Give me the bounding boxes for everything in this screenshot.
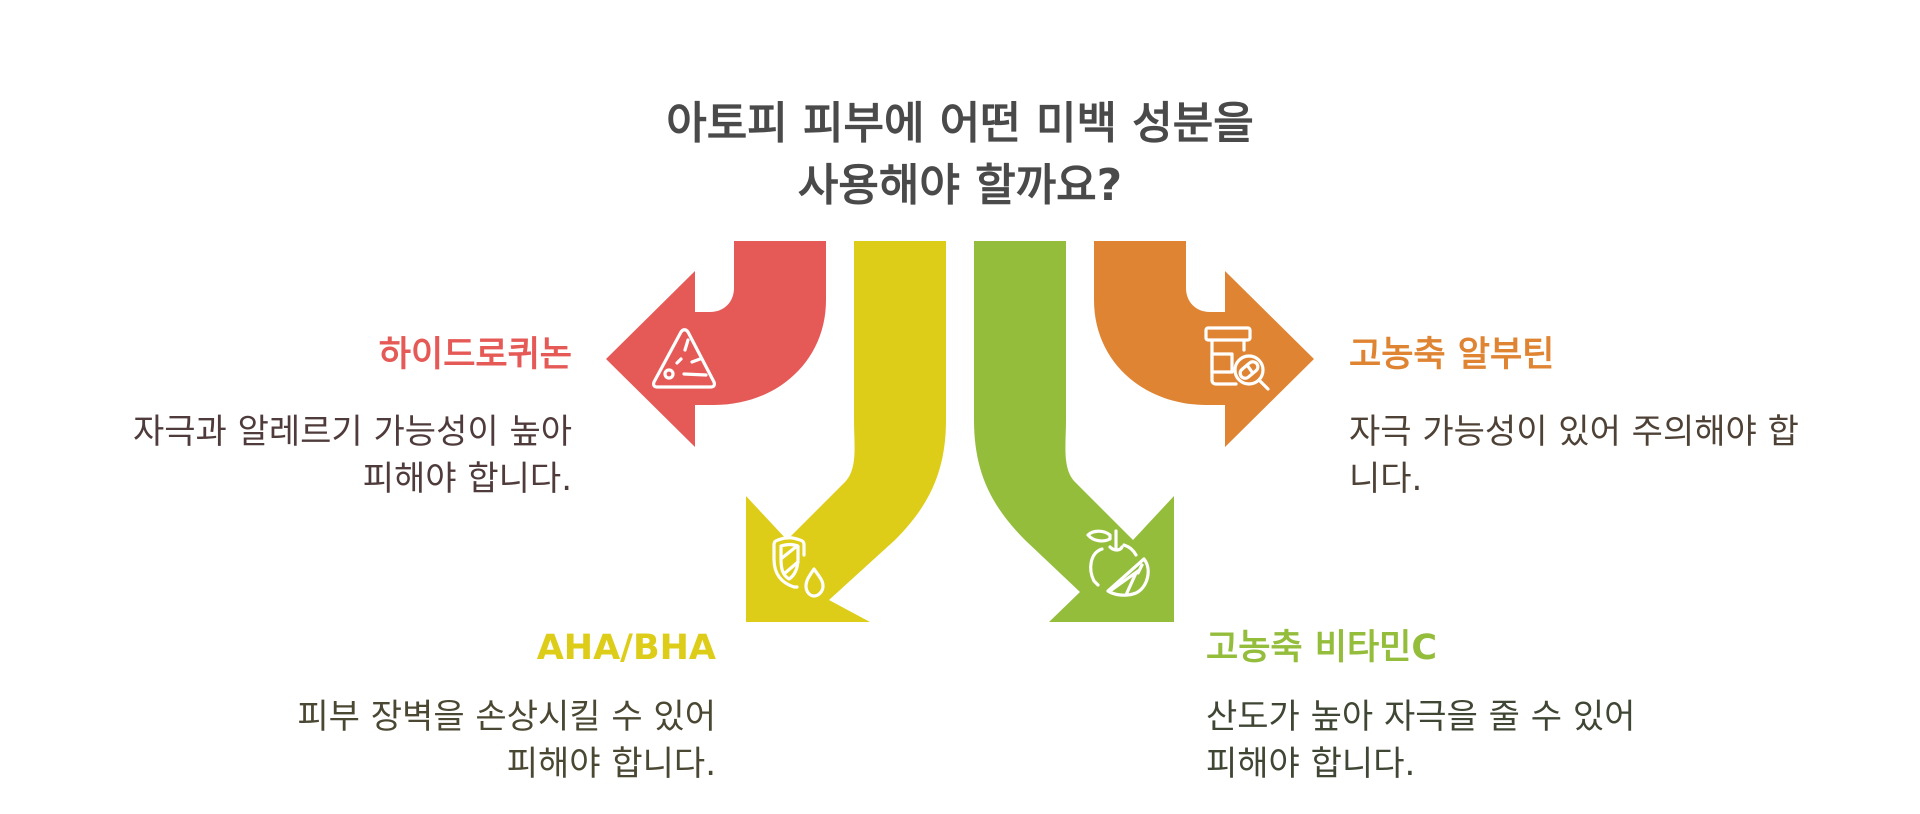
option-aha-bha-label: AHA/BHA: [537, 626, 716, 670]
label-text: 고농축 알부틴: [1349, 335, 1555, 375]
diagram-title: 아토피 피부에 어떤 미백 성분을 사용해야 할까요?: [560, 93, 1360, 217]
title-line-2: 사용해야 할까요?: [797, 160, 1123, 211]
option-arbutin-label: 고농축 알부틴: [1349, 333, 1554, 377]
arrow-arbutin: [1094, 241, 1314, 447]
description-line-1: 산도가 높아 자극을 줄 수 있어: [1206, 697, 1636, 737]
citrus-fruit-icon: [1086, 529, 1150, 597]
option-vitamin-c-label: 고농축 비타민C: [1206, 626, 1437, 670]
label-text: AHA/BHA: [536, 628, 716, 668]
option-hydroquinone-description: 자극과 알레르기 가능성이 높아 피해야 합니다.: [133, 409, 572, 503]
arrow-vitamin-c: [974, 241, 1174, 622]
title-line-1: 아토피 피부에 어떤 미백 성분을: [666, 98, 1254, 149]
warning-triangle-icon: [652, 328, 716, 389]
description-line-2: 피해야 합니다.: [506, 744, 716, 784]
arrow-hydroquinone: [606, 241, 826, 447]
option-aha-bha-description: 피부 장벽을 손상시킬 수 있어 피해야 합니다.: [297, 694, 716, 788]
label-text: 하이드로퀴논: [378, 335, 572, 375]
label-text: 고농축 비타민C: [1206, 628, 1438, 668]
description-line-2: 피해야 합니다.: [362, 459, 572, 499]
description-line-2: 니다.: [1349, 459, 1423, 499]
option-arbutin-description: 자극 가능성이 있어 주의해야 합 니다.: [1349, 409, 1799, 503]
shield-drop-icon: [772, 536, 825, 598]
description-line-1: 피부 장벽을 손상시킬 수 있어: [297, 697, 716, 737]
option-hydroquinone-label: 하이드로퀴논: [379, 333, 572, 377]
pill-bottle-search-icon: [1204, 326, 1270, 391]
option-vitamin-c-description: 산도가 높아 자극을 줄 수 있어 피해야 합니다.: [1206, 694, 1635, 788]
arrow-aha-bha: [746, 241, 946, 622]
description-line-1: 자극과 알레르기 가능성이 높아: [132, 412, 572, 452]
description-line-1: 자극 가능성이 있어 주의해야 합: [1349, 412, 1799, 452]
description-line-2: 피해야 합니다.: [1206, 744, 1416, 784]
